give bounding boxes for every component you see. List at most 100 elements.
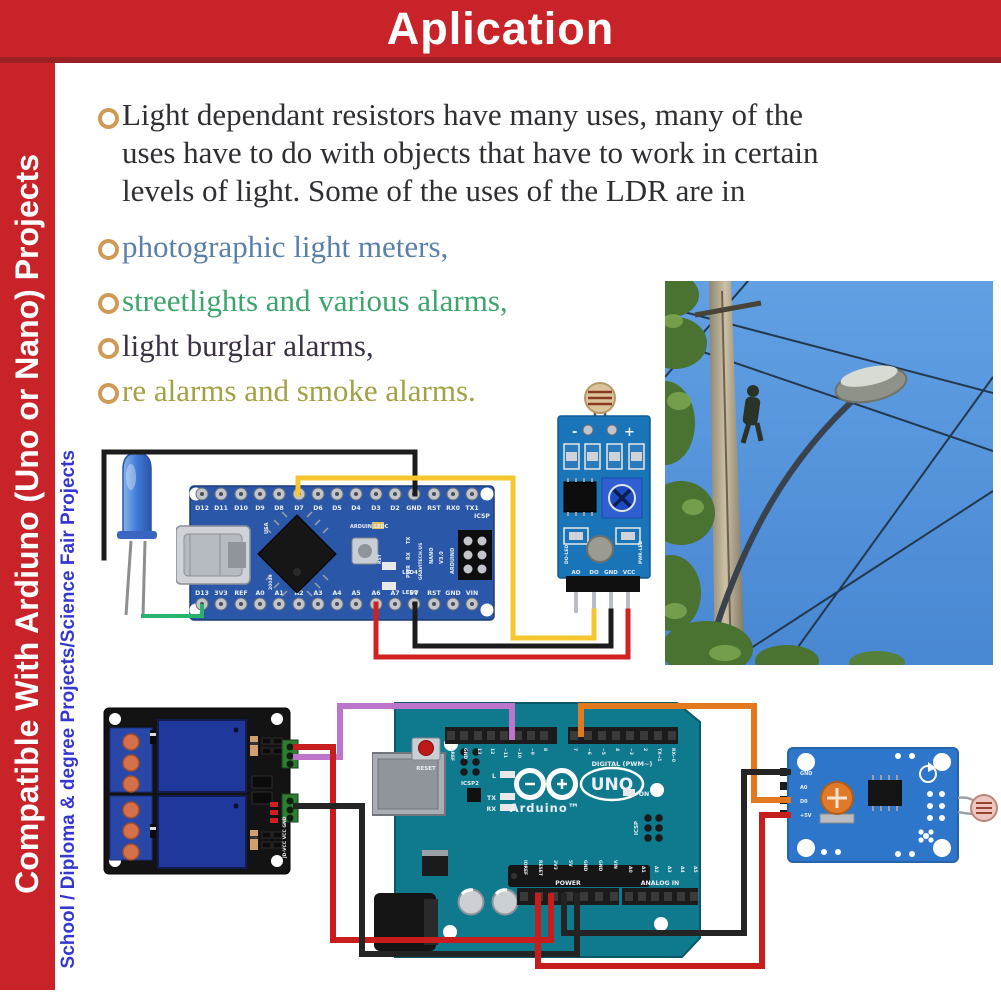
svg-text:TX: TX <box>487 795 496 802</box>
minus-label: - <box>572 425 577 440</box>
led-leg <box>141 540 147 618</box>
svg-text:TX: TX <box>406 537 412 544</box>
streetlight-lamp <box>834 365 908 404</box>
svg-text:+5V: +5V <box>800 813 812 819</box>
photoresistor <box>957 794 998 822</box>
svg-text:A1: A1 <box>640 866 646 873</box>
svg-text:7: 7 <box>572 748 578 751</box>
svg-text:TX→1: TX→1 <box>656 748 662 761</box>
nano-icsp-header <box>458 530 492 580</box>
svg-text:A4: A4 <box>332 590 342 597</box>
svg-text:GND: GND <box>445 590 460 597</box>
svg-text:POWER: POWER <box>555 880 581 887</box>
streetlight-photo <box>665 281 993 665</box>
svg-text:VIN: VIN <box>466 590 478 597</box>
svg-text:D11: D11 <box>214 505 228 512</box>
svg-text:3V3: 3V3 <box>214 590 227 597</box>
svg-text:ICSP2: ICSP2 <box>461 781 479 787</box>
plus-label: + <box>624 425 635 440</box>
svg-text:ON: ON <box>639 791 649 798</box>
header-bar: Aplication <box>0 0 1001 63</box>
svg-text:D2: D2 <box>390 505 399 512</box>
svg-text:~10: ~10 <box>516 748 522 758</box>
bullet-icon <box>98 239 119 260</box>
light-sensor-module: GND A0 D0 +5V <box>780 747 998 863</box>
bullet-icon <box>98 383 119 404</box>
svg-text:REF: REF <box>234 590 247 597</box>
svg-text:IOREF: IOREF <box>522 860 528 875</box>
svg-text:D10: D10 <box>234 505 248 512</box>
bullet-text: re alarms and smoke alarms. <box>122 373 476 408</box>
svg-text:D13: D13 <box>195 590 209 597</box>
line-worker <box>740 385 764 444</box>
svg-text:A0: A0 <box>627 866 633 873</box>
pin-header <box>566 576 640 592</box>
relays <box>157 719 247 869</box>
svg-text:D5: D5 <box>332 505 341 512</box>
svg-text:VIN: VIN <box>612 860 618 869</box>
smd-chip <box>467 788 481 802</box>
svg-text:~3: ~3 <box>628 748 634 755</box>
relay-small-parts <box>150 730 283 850</box>
svg-text:D8: D8 <box>274 505 283 512</box>
terminal-blocks <box>109 727 153 861</box>
arduino-brand-text: Arduino™ <box>510 801 581 815</box>
svg-text:GND: GND <box>406 505 421 512</box>
svg-text:D3: D3 <box>371 505 380 512</box>
svg-text:A5: A5 <box>351 590 360 597</box>
svg-text:A0: A0 <box>255 590 265 597</box>
led-component <box>117 452 157 618</box>
svg-text:RST: RST <box>427 590 441 597</box>
svg-text:L: L <box>492 773 496 780</box>
streetlight-arm <box>714 390 864 626</box>
flower-icon <box>918 829 934 843</box>
svg-text:D12: D12 <box>195 505 209 512</box>
svg-text:PWR: PWR <box>406 565 412 578</box>
sidebar: Compatible With Ardiuno (Uno or Nano) Pr… <box>0 57 55 990</box>
svg-text:D4: D4 <box>351 505 361 512</box>
bullet-icon <box>98 338 119 359</box>
svg-text:RST: RST <box>427 505 441 512</box>
svg-text:RESET: RESET <box>416 766 436 772</box>
digital-label: DIGITAL (PWM~) <box>592 760 653 768</box>
svg-text:RX: RX <box>486 806 496 813</box>
svg-text:V3.0: V3.0 <box>439 551 445 564</box>
nano-pin-row-top <box>195 487 479 501</box>
svg-text:RX: RX <box>406 552 412 560</box>
svg-text:ICSP: ICSP <box>474 513 490 520</box>
bullet-text-line: Light dependant resistors have many uses… <box>122 97 803 132</box>
svg-text:~11: ~11 <box>502 748 508 758</box>
led-leg <box>124 540 133 616</box>
led3-smd <box>382 582 396 590</box>
nano-pin-row-bottom <box>195 597 479 611</box>
arduino-uno-board: RESET ICSP2 AREF GND 13 12 ~11 ~10 ~9 8 … <box>372 702 701 958</box>
svg-text:D6: D6 <box>313 505 322 512</box>
usb-connector <box>372 752 446 816</box>
svg-text:D9: D9 <box>255 505 264 512</box>
svg-text:RX0: RX0 <box>446 505 461 512</box>
bullet-text-line: levels of light. Some of the uses of the… <box>122 173 746 208</box>
bullet-text: streetlights and various alarms, <box>122 283 508 318</box>
svg-text:GRAVITECH.US: GRAVITECH.US <box>418 543 424 580</box>
svg-text:RESET: RESET <box>537 860 543 877</box>
svg-text:A1: A1 <box>274 590 283 597</box>
svg-text:GND: GND <box>800 771 812 777</box>
svg-text:A3: A3 <box>666 866 672 873</box>
svg-text:RST: RST <box>377 553 383 564</box>
pwr-led-label: PWR-LED <box>638 540 644 564</box>
svg-text:20049: 20049 <box>268 574 274 590</box>
svg-text:AO: AO <box>572 570 581 576</box>
crossarm <box>694 300 762 318</box>
bullet-text-line: uses have to do with objects that have t… <box>122 135 819 170</box>
bullet-text: photographic light meters, <box>122 229 449 264</box>
mounting-holes <box>797 753 951 857</box>
nano-reset-button <box>351 537 379 565</box>
relay-module: JD-VCC VCC GND <box>103 707 299 875</box>
ldr-sensor-module: - + DO-LED PWR-LED AO <box>557 382 651 613</box>
led-bulb <box>122 452 152 534</box>
ldr-spare-pad <box>586 535 614 563</box>
voltage-regulator <box>422 856 448 876</box>
svg-text:D0: D0 <box>800 799 808 805</box>
